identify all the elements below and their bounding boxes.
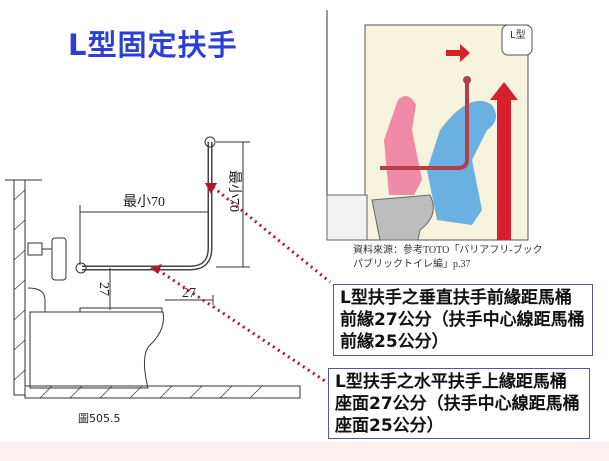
floor bbox=[24, 385, 301, 399]
figure-label: 圖505.5 bbox=[78, 412, 121, 425]
toto-illustration bbox=[326, 10, 533, 241]
pointer-lines bbox=[157, 185, 331, 385]
seat-height-label: 27 bbox=[96, 282, 111, 296]
source-caption: 資料來源：參考TOTO「バリアフリ-ブック パブリックトイレ編」p.37 bbox=[353, 245, 543, 270]
page-title: L型固定扶手 bbox=[68, 28, 238, 62]
horizontal-length-label: 最小70 bbox=[123, 194, 165, 210]
footer-band bbox=[0, 442, 609, 461]
note-vertical-bar: L型扶手之垂直扶手前緣距馬桶前緣27公分（扶手中心線距馬桶前緣25公分） bbox=[333, 284, 593, 356]
note-horizontal-bar: L型扶手之水平扶手上緣距馬桶座面27公分（扶手中心線距馬桶座面25公分） bbox=[328, 368, 590, 439]
grab-bar-diagram bbox=[5, 136, 301, 399]
callout-label: L型 bbox=[510, 28, 526, 41]
front-distance-label: 27 bbox=[182, 286, 196, 301]
pointer-arrow-icon bbox=[150, 264, 162, 274]
wall bbox=[13, 179, 26, 396]
vertical-length-label: 最小70 bbox=[226, 170, 242, 212]
toilet bbox=[29, 311, 164, 389]
pointer-arrow-icon bbox=[205, 183, 217, 194]
